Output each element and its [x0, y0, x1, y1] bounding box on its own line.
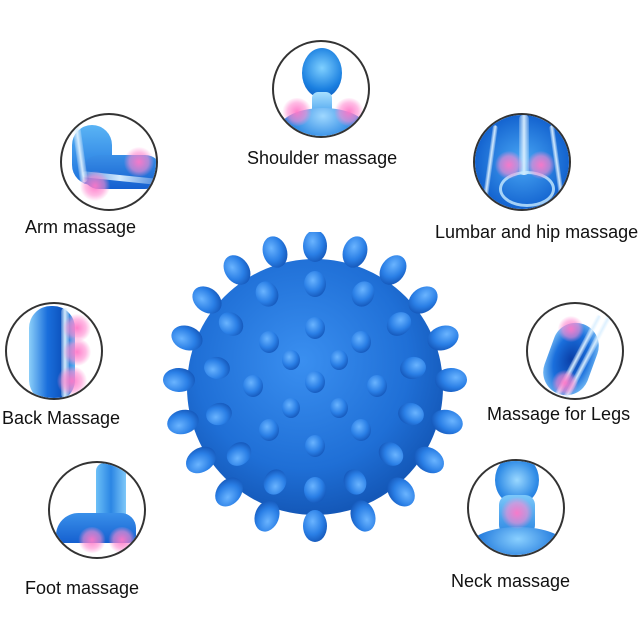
back-circle: [5, 302, 103, 400]
shoulder-label: Shoulder massage: [247, 148, 398, 168]
lumbar-circle: [473, 113, 571, 211]
back-xray-icon: [7, 304, 101, 398]
shoulder-xray-icon: [274, 42, 368, 136]
foot-circle: [48, 461, 146, 559]
foot-xray-icon: [50, 463, 144, 557]
arm-label: Arm massage: [25, 217, 137, 237]
legs-circle: [526, 302, 624, 400]
arm-xray-icon: [62, 115, 156, 209]
neck-label: Neck massage: [451, 571, 571, 591]
leg-xray-icon: [528, 304, 622, 398]
back-label: Back Massage: [2, 408, 121, 428]
spiky-massage-ball: [163, 232, 467, 542]
legs-label: Massage for Legs: [487, 404, 631, 424]
lumbar-label: Lumbar and hip massage: [435, 222, 639, 242]
lumbar-hip-xray-icon: [475, 115, 569, 209]
neck-circle: [467, 459, 565, 557]
foot-label: Foot massage: [25, 578, 140, 598]
neck-xray-icon: [469, 461, 563, 555]
shoulder-circle: [272, 40, 370, 138]
arm-circle: [60, 113, 158, 211]
